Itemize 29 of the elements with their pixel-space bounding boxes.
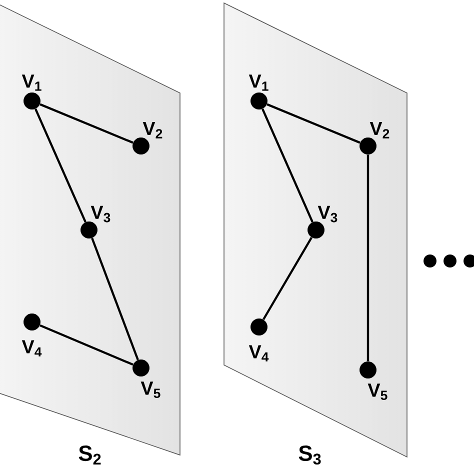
vertex: V$_{1}$ [22,74,42,110]
node-label: V$_{3}$ [318,206,338,222]
node-label: V$_{4}$ [248,345,269,362]
edge-line [366,154,370,362]
node-label: V$_{4}$ [22,340,42,356]
node-label: V$_{1}$ [248,74,268,91]
edge-line [266,103,360,144]
vertex: V$_{4}$ [22,314,42,356]
vertex: V$_{3}$ [308,206,338,238]
edge-line [262,108,314,222]
node-label: V$_{5}$ [140,382,160,398]
node-label: V$_{5}$ [368,384,388,400]
vertex: V$_{5}$ [132,360,160,398]
node-label: 2 [93,454,101,464]
node-label: V$_{3}$ [90,206,110,222]
vertex: V$_{2}$ [360,122,390,154]
edge-line [91,238,139,360]
vertex: V$_{2}$ [132,122,162,154]
node-label: V$_{2}$ [142,122,162,138]
edge-line [40,324,134,366]
edge-line [34,108,86,222]
edge-line [262,236,313,320]
vertex: V$_{3}$ [80,206,110,238]
vertex: V$_{1}$ [248,74,268,110]
edge-line [40,103,134,144]
node-label: V$_{2}$ [370,122,390,138]
node-label: V$_{1}$ [22,74,42,91]
vertex: V$_{5}$ [360,362,388,400]
vertex: V$_{4}$ [248,318,269,362]
